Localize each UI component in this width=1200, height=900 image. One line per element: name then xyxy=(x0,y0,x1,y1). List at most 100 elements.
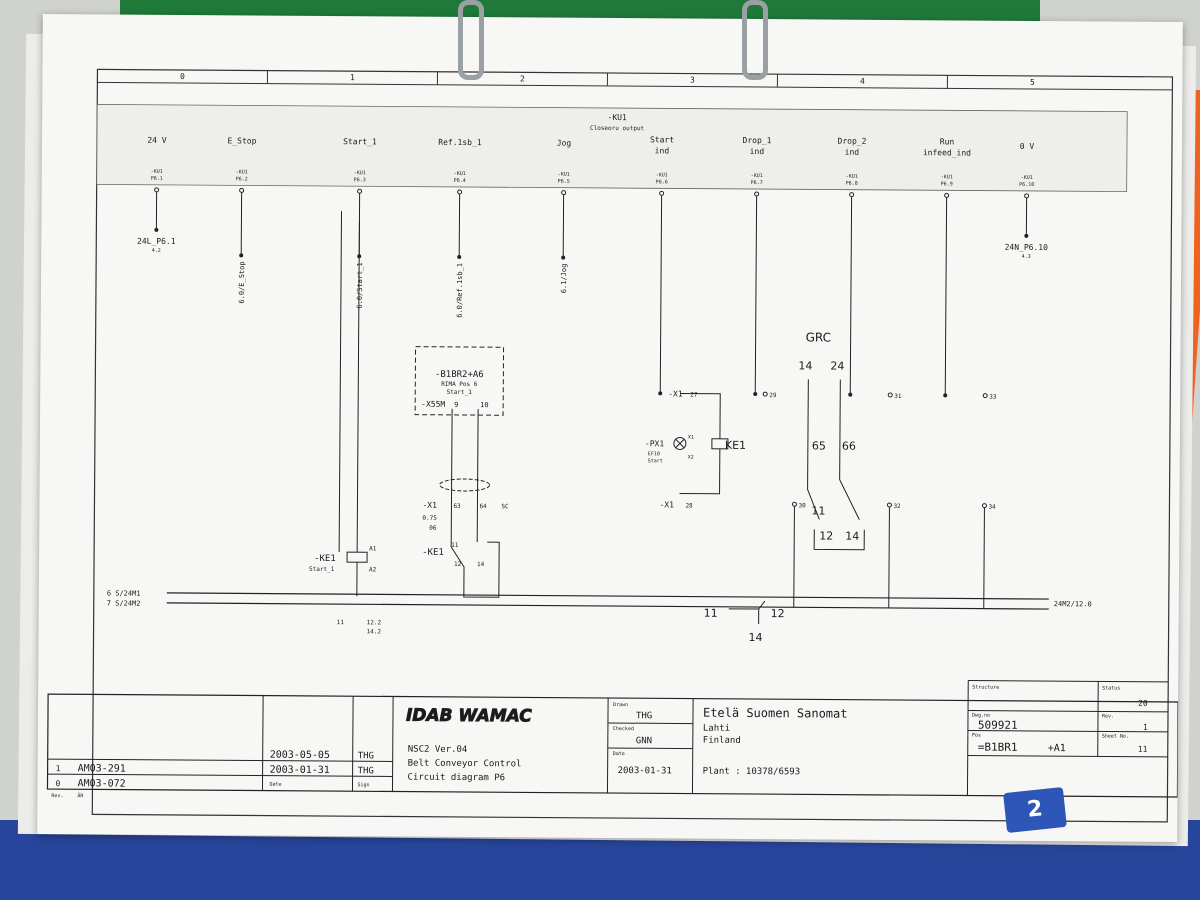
signal-pin: P6.1 xyxy=(151,176,163,182)
customer-name: Etelä Suomen Sanomat xyxy=(703,706,848,721)
rev2-value: 1 xyxy=(1143,723,1148,732)
sheet-label: Sheet No. xyxy=(1102,733,1129,739)
rail-24m1 xyxy=(166,592,1049,600)
wire-ref: 4.2 xyxy=(152,248,161,254)
signal-pin: P6.5 xyxy=(558,179,570,185)
terminal-node xyxy=(886,502,892,508)
signal-pin: P6.4 xyxy=(454,178,466,184)
px1-sub1: EF10 xyxy=(648,451,660,457)
signal-tag: -KU1 xyxy=(1021,175,1033,181)
signal-tag: -KU1 xyxy=(354,170,366,176)
drawn-label: Drawn xyxy=(613,702,628,708)
status-label: Status xyxy=(1102,685,1120,691)
ke1-coil xyxy=(346,551,368,563)
signal-node xyxy=(457,189,463,195)
signal-wire xyxy=(754,196,758,395)
date-label: Date xyxy=(269,782,281,788)
rail-24m1-label: 6 S/24M1 xyxy=(107,589,141,597)
column-label: 4 xyxy=(860,77,865,86)
rev2-label: Rev. xyxy=(1102,713,1114,719)
structure-label: Structure xyxy=(972,685,999,691)
ref-14-2: 14.2 xyxy=(367,628,382,635)
hand-box-11: 11 xyxy=(811,504,825,517)
x1-27-tag: -X1 xyxy=(668,389,683,398)
sign-label: Sign xyxy=(357,782,369,788)
terminal-wire xyxy=(888,506,890,608)
terminal-label: 29 xyxy=(769,392,777,399)
status-value: 20 xyxy=(1138,699,1148,708)
rev1-sign: THG xyxy=(358,751,374,761)
ke1-coil-a1: A1 xyxy=(369,545,377,552)
column-label: 3 xyxy=(690,76,695,85)
signal-label: Start_1 xyxy=(343,137,377,146)
checked-value: GNN xyxy=(636,736,652,746)
b1br2-sub1: RIMA Pos 6 xyxy=(441,381,478,388)
x1-27-pin: 27 xyxy=(690,392,698,399)
title-block: 1 AM03-291 2003-05-05 THG 0 AM03-072 200… xyxy=(46,680,1179,799)
px1-lamp xyxy=(673,436,687,450)
b1br2-sub2: Start_1 xyxy=(447,389,473,396)
date2-value: 2003-01-31 xyxy=(618,766,672,776)
binder-ring-left xyxy=(458,0,484,80)
signal-node xyxy=(659,190,665,196)
column-label: 0 xyxy=(180,72,185,81)
signal-label: ind xyxy=(655,146,670,155)
ref-11: 11 xyxy=(337,619,345,626)
x1-term-075: 0.75 xyxy=(422,515,437,522)
signal-end xyxy=(1024,233,1029,238)
wire-label: 24L_P6.1 xyxy=(137,237,176,246)
signal-end xyxy=(561,255,566,260)
hand-grc: GRC xyxy=(806,330,832,344)
signal-pin: P6.2 xyxy=(236,176,248,182)
signal-label: Jog xyxy=(557,139,572,148)
signal-columns: 24 V-KU1P6.124L_P6.14.2E_Stop-KU1P6.26.0… xyxy=(137,135,1048,398)
drawn-value: THG xyxy=(636,711,652,721)
ref-12-2: 12.2 xyxy=(367,619,382,626)
signal-label: Run xyxy=(940,137,955,146)
hand-66: 66 xyxy=(842,440,856,453)
terminal-node xyxy=(762,391,768,397)
rev1-num: 1 xyxy=(56,764,61,773)
sheet-value: 11 xyxy=(1138,745,1148,754)
x1-28-pin: 28 xyxy=(685,503,693,510)
signal-pin: P6.8 xyxy=(846,181,858,187)
binder-tab: 2 xyxy=(1003,786,1067,834)
px1-x2: X2 xyxy=(688,455,694,461)
ke1-pin-12: 12 xyxy=(454,561,462,568)
signal-label: ind xyxy=(750,147,765,156)
px1-x1: X1 xyxy=(688,435,694,441)
wire-label: 6.0/Ref.1sb_1 xyxy=(456,263,464,318)
terminal-wire xyxy=(983,507,985,609)
signal-pin: P6.6 xyxy=(656,179,668,185)
signal-tag: -KU1 xyxy=(846,174,858,180)
signal-node xyxy=(944,192,950,198)
signal-end xyxy=(848,392,853,397)
signal-label: Start xyxy=(650,135,674,144)
terminal-node xyxy=(887,392,893,398)
signal-label: Ref.1sb_1 xyxy=(438,138,482,147)
x55m-label: -X55M xyxy=(421,400,445,409)
rev0-sign: THG xyxy=(358,766,374,776)
signal-label: Drop_2 xyxy=(838,137,867,146)
doc-line-3: Circuit diagram P6 xyxy=(408,773,506,784)
signal-wire xyxy=(849,196,853,395)
hand-box-12: 12 xyxy=(819,529,833,542)
signal-label: infeed_ind xyxy=(923,148,971,157)
dwg-label: Dwg.no xyxy=(972,713,990,719)
hand-ke1: KE1 xyxy=(725,439,746,452)
hand-14: 14 xyxy=(798,359,812,372)
wire-label: 6.0/Start_1 xyxy=(356,262,364,308)
column-label: 1 xyxy=(350,73,355,82)
cable-shield xyxy=(439,478,491,492)
x1-28-tag: -X1 xyxy=(659,500,674,509)
signal-wire xyxy=(944,197,948,396)
column-label: 5 xyxy=(1030,78,1035,87)
doc-line-1: NSC2 Ver.04 xyxy=(408,745,468,755)
dwg-value: 509921 xyxy=(978,719,1018,732)
x1-terms-tag: -X1 xyxy=(422,501,437,510)
ku1-output-tag: -KU1 xyxy=(608,113,628,122)
header-band xyxy=(96,104,1128,193)
